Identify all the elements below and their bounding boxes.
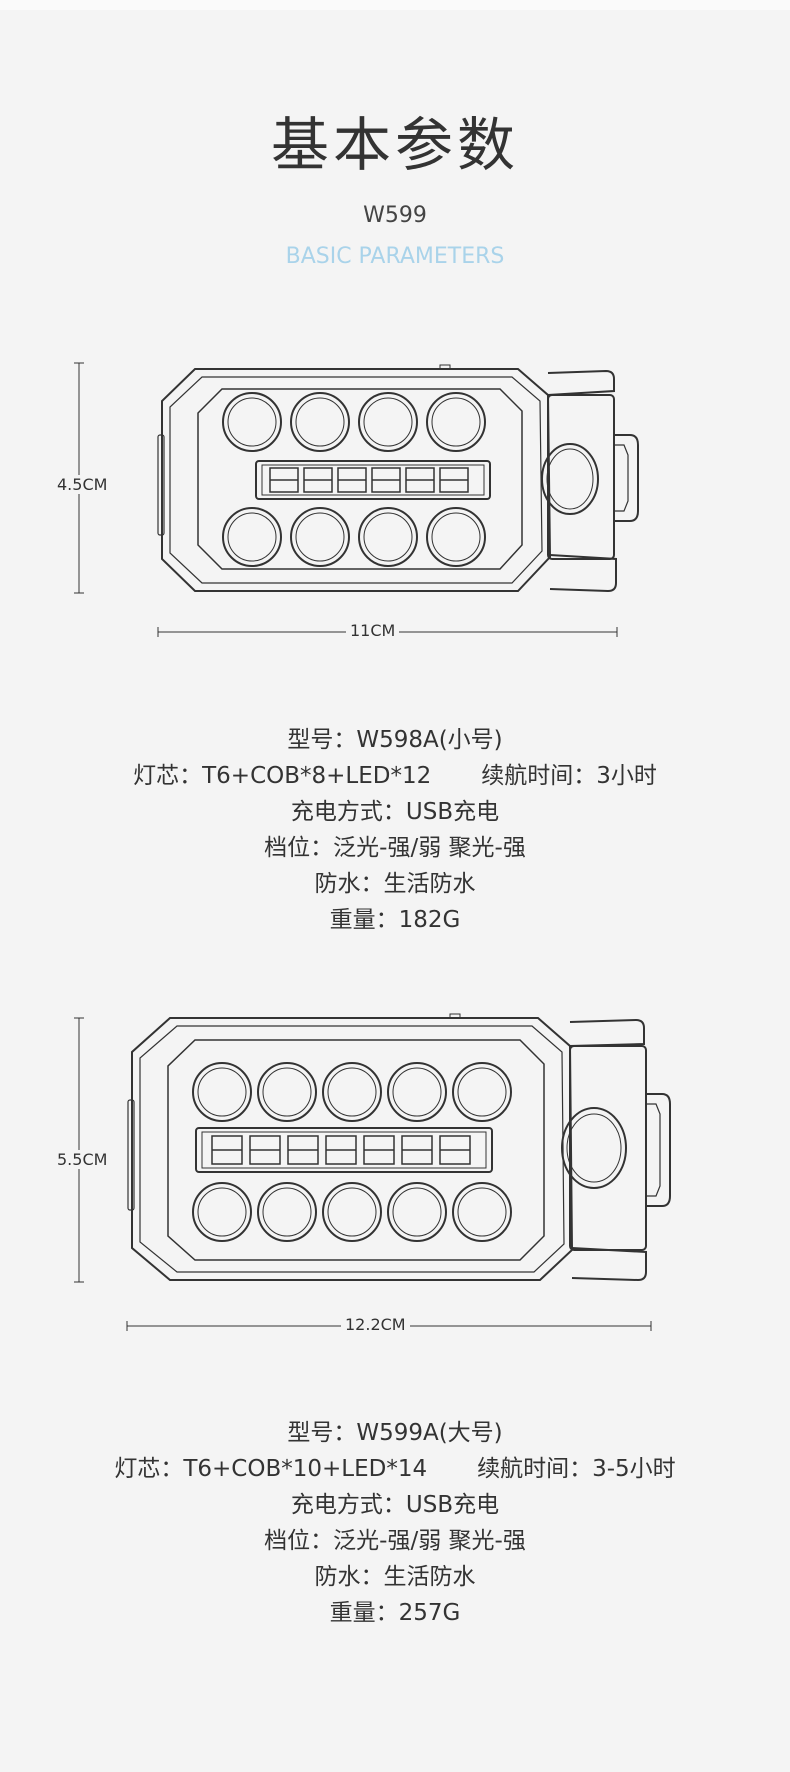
spec-charging: 充电方式：USB充电 [290, 799, 500, 825]
led-row-bottom [222, 507, 486, 567]
cob-strip [255, 460, 491, 500]
model-code: W599 [363, 203, 427, 228]
led-row-bottom [192, 1182, 512, 1242]
spec-weight: 重量：182G [329, 907, 461, 933]
page-title: 基本参数 [270, 111, 519, 179]
spec-runtime: 续航时间：3小时 [481, 763, 657, 789]
subtitle: BASIC PARAMETERS [285, 244, 505, 269]
width-dimension-label: 11CM [346, 621, 400, 640]
top-bar [0, 0, 790, 10]
product-drawing-large: 5.5CM 12.2CM [50, 1010, 690, 1340]
spec-core: 灯芯：T6+COB*8+LED*12 [133, 763, 432, 789]
spec-modes: 档位：泛光-强/弱 聚光-强 [264, 1528, 526, 1554]
product-drawing-small: 4.5CM 11CM [50, 355, 650, 645]
flashlight-large-outline [74, 1013, 671, 1331]
spec-list-large: 型号：W599A(大号) 灯芯：T6+COB*10+LED*14 续航时间：3-5… [0, 1415, 790, 1631]
flashlight-small-outline [74, 362, 639, 637]
led-row-top [192, 1062, 512, 1122]
spec-weight: 重量：257G [329, 1600, 461, 1626]
width-dimension-label: 12.2CM [341, 1315, 410, 1334]
spec-core-runtime: 灯芯：T6+COB*10+LED*14 续航时间：3-5小时 [0, 1451, 790, 1487]
led-row-top [222, 392, 486, 452]
spec-charging: 充电方式：USB充电 [290, 1492, 500, 1518]
spec-waterproof: 防水：生活防水 [314, 871, 476, 897]
spec-model: 型号：W599A(大号) [287, 1420, 503, 1446]
spec-modes: 档位：泛光-强/弱 聚光-强 [264, 835, 526, 861]
spec-runtime: 续航时间：3-5小时 [477, 1456, 676, 1482]
spec-core: 灯芯：T6+COB*10+LED*14 [114, 1456, 428, 1482]
height-dimension-label: 5.5CM [57, 1150, 108, 1169]
spec-waterproof: 防水：生活防水 [314, 1564, 476, 1590]
cob-strip [195, 1127, 493, 1173]
spec-core-runtime: 灯芯：T6+COB*8+LED*12 续航时间：3小时 [0, 758, 790, 794]
height-dimension-label: 4.5CM [57, 475, 108, 494]
spec-model: 型号：W598A(小号) [287, 727, 503, 753]
